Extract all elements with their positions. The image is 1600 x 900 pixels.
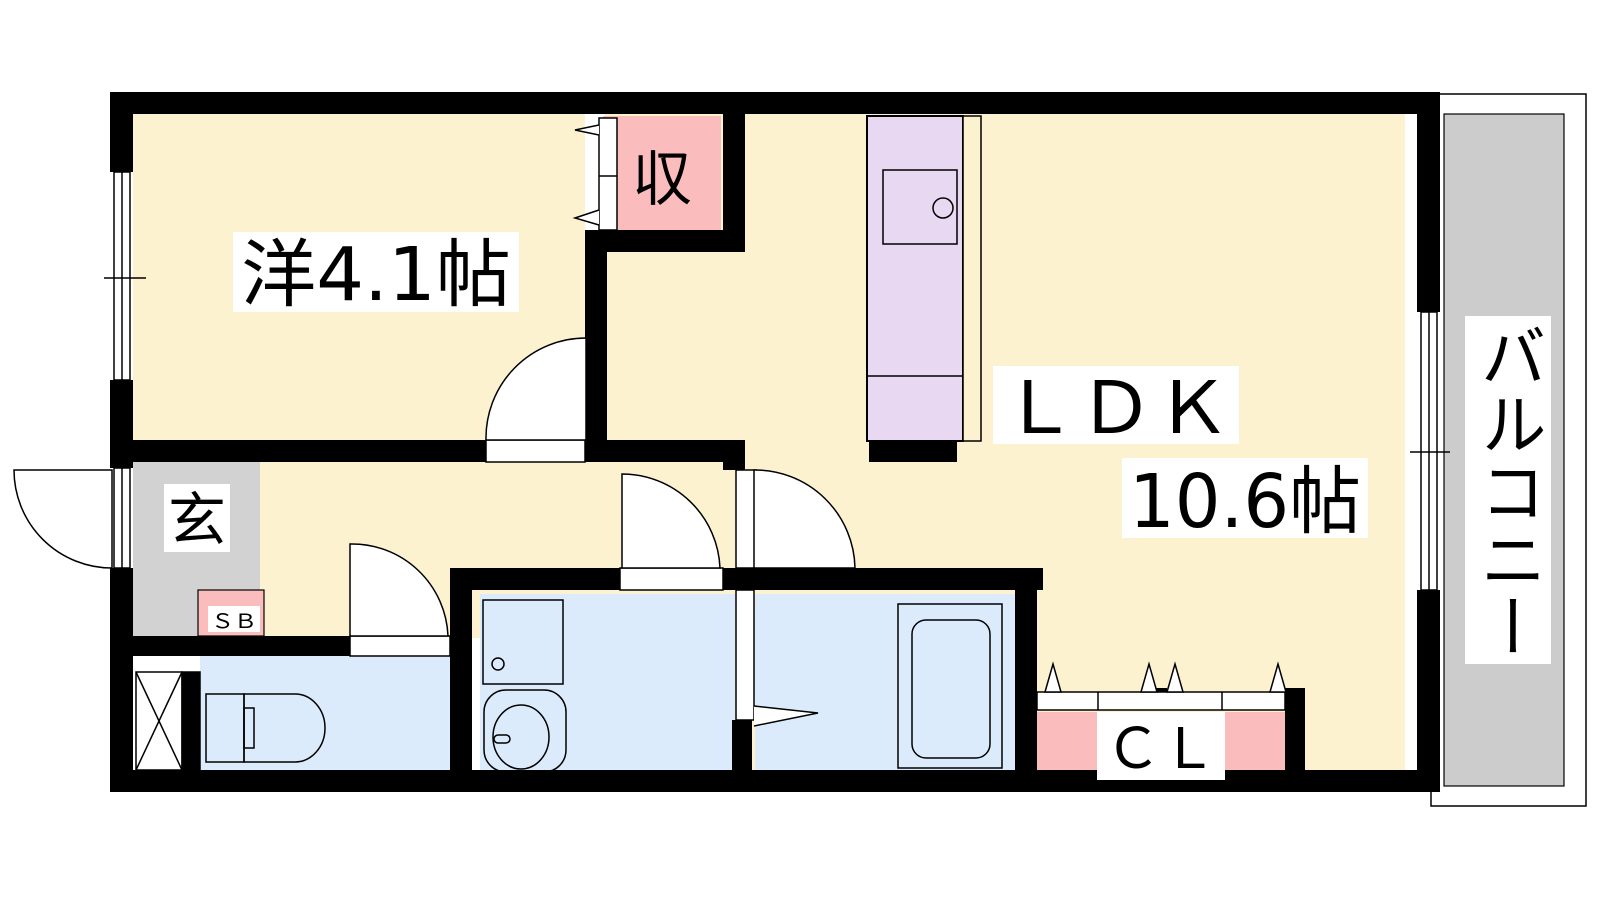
wall-room-bottom-left: [110, 440, 486, 462]
wall-bottom: [110, 770, 1440, 792]
walls: [110, 92, 1440, 792]
wall-left-lower: [110, 568, 133, 792]
kitchen-counter-edge: [962, 115, 982, 442]
kitchen-sink-icon: [882, 169, 958, 245]
ldk-label: ＬＤＫ: [1001, 366, 1231, 450]
washbasin-counter: [482, 599, 564, 685]
wall-wash-divider-lower: [732, 720, 752, 792]
wall-room-bottom-right: [585, 440, 745, 462]
wall-storage-bottom: [585, 230, 745, 252]
door-western-room: [485, 337, 587, 441]
wall-top: [110, 92, 1440, 114]
doors: [13, 117, 856, 727]
kitchen-base: [869, 440, 957, 462]
toilet-floor: [200, 656, 458, 773]
wall-right-lower: [1417, 590, 1440, 792]
bathtub-icon: [897, 603, 1003, 769]
balcony-label: バルコニー: [1470, 322, 1547, 660]
door-entrance: [13, 469, 113, 569]
storage-label: 収: [632, 145, 692, 215]
wall-storage-left: [585, 230, 607, 445]
western-room-label: 洋4.1帖: [241, 232, 511, 318]
closet-label: ＣＬ: [1105, 717, 1217, 782]
label-backgrounds: [164, 232, 1551, 780]
windows: [104, 171, 1450, 591]
wall-toilet-right: [450, 568, 472, 792]
wall-wash-top-left: [450, 568, 620, 590]
toilet-bowl-icon: [243, 693, 326, 763]
door-ldk: [753, 469, 856, 569]
fixtures: [135, 169, 1003, 773]
closet-doors: [1036, 661, 1287, 711]
wall-storage-right: [723, 92, 745, 252]
kitchen-counter: [866, 115, 964, 442]
washbasin-icon: [483, 689, 567, 773]
wall-left-upper: [110, 92, 133, 172]
shoe-box-label: ＳＢ: [211, 609, 257, 633]
ldk-size-label: 10.6帖: [1129, 459, 1361, 545]
storage-floor: [603, 116, 721, 230]
wall-genkan-bottom: [110, 636, 350, 656]
door-toilet: [349, 543, 449, 637]
wall-bath-right: [1015, 568, 1037, 792]
wall-hall-right: [723, 440, 745, 470]
genkan-label: 玄: [168, 486, 226, 554]
faucet-icon: [932, 197, 954, 219]
wall-wash-divider: [732, 568, 752, 590]
wall-closet-right: [1285, 688, 1305, 792]
wall-right-upper: [1417, 92, 1440, 312]
wall-wash-top-right: [723, 568, 1043, 590]
door-washroom: [621, 473, 721, 569]
